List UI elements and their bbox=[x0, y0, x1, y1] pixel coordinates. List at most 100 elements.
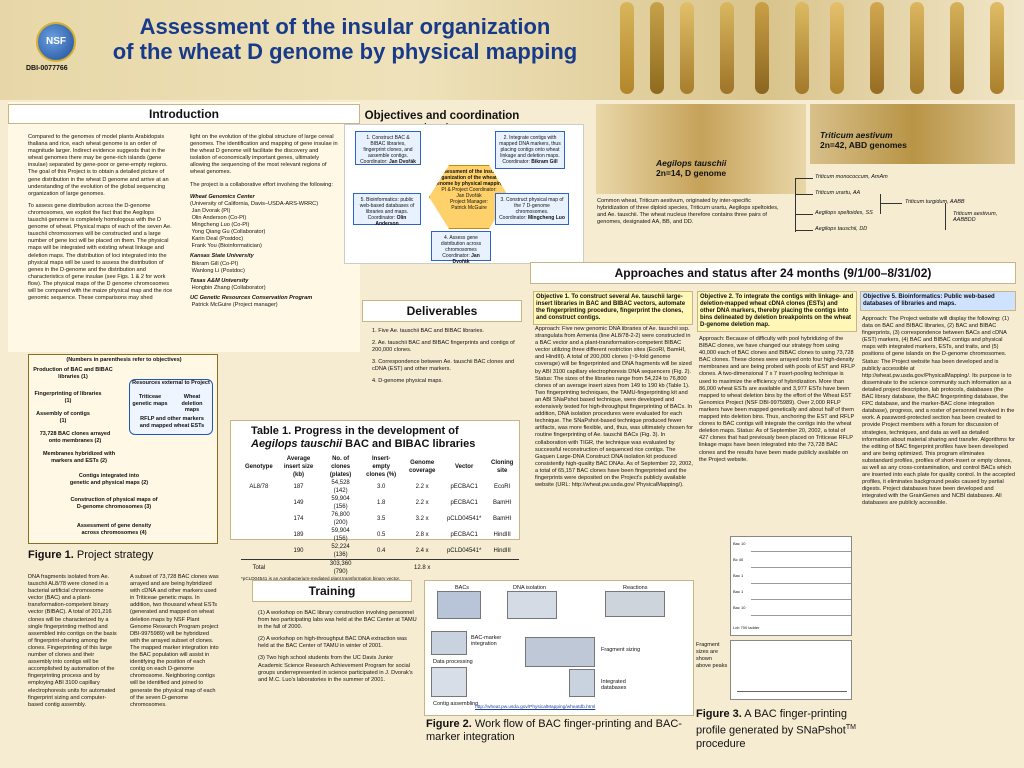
wheat-deletion-maps: Wheat deletion maps bbox=[181, 394, 203, 413]
tree-branch bbox=[795, 178, 796, 232]
databases-image bbox=[569, 669, 595, 697]
bacs-image bbox=[437, 591, 481, 619]
flow-node: Assembly of contigs (1) bbox=[36, 411, 90, 424]
table1-header: Average insert size (kb) bbox=[283, 456, 314, 478]
flow-node: Production of BAC and BIBAC libraries (1… bbox=[33, 367, 113, 380]
table1-header: Genome coverage bbox=[409, 460, 436, 474]
wheat-spike-image bbox=[870, 2, 884, 94]
introduction-col1: Compared to the genomes of model plants … bbox=[28, 134, 173, 307]
objective5-body: Approach: The Project website will displ… bbox=[862, 316, 1015, 507]
objective-box-2: 2. Integrate contigs with mapped DNA mar… bbox=[495, 131, 565, 169]
rflp-markers: RFLP and other markers and mapped wheat … bbox=[139, 416, 205, 429]
tree-leaf: Aegilops tauschii, DD bbox=[815, 226, 868, 232]
collaborator-group: Wheat Genomics Center (University of Cal… bbox=[190, 193, 319, 250]
gel-label: Bac 10 bbox=[733, 605, 746, 610]
fragment-sizing-image bbox=[525, 637, 595, 667]
wheat-spike-image bbox=[990, 2, 1004, 94]
phylogeny-tree: Triticum monococcum, AmAm Triticum urart… bbox=[785, 168, 1017, 258]
figure1-text-col2: A subset of 73,728 BAC clones was arraye… bbox=[130, 574, 219, 708]
introduction-heading: Introduction bbox=[8, 104, 360, 124]
training-item: (3) Two high school students from the UC… bbox=[258, 655, 413, 683]
intro-paragraph: The project is a collaborative effort in… bbox=[190, 181, 333, 188]
reactions-image bbox=[605, 591, 665, 617]
gel-label: Lcb 700 ladder bbox=[733, 625, 760, 630]
flow-node: Contigs integrated into genetic and phys… bbox=[69, 473, 149, 486]
tree-branch bbox=[795, 214, 813, 215]
gel-label: Bac 10 bbox=[733, 541, 746, 546]
wheat-spike-image bbox=[910, 2, 924, 94]
table1-header: No. of clones (plates) bbox=[329, 456, 352, 478]
figure3-caption: Figure 3. A BAC finger-printing profile … bbox=[696, 708, 856, 750]
objective-box-3: 3. Construct physical map of the 7 D-gen… bbox=[495, 193, 569, 225]
figure1-flowchart: (Numbers in parenthesis refer to objecti… bbox=[28, 354, 218, 544]
aegilops-photo bbox=[596, 104, 806, 194]
figure3-gel: Bac 10 Bc 40 Bac 1 Bac 1 Bac 10 Lcb 700 … bbox=[730, 536, 852, 636]
deliverables-heading: Deliverables bbox=[362, 300, 522, 322]
tree-branch bbox=[795, 194, 813, 195]
tree-branch bbox=[795, 178, 813, 179]
tree-branch bbox=[880, 203, 902, 204]
introduction-panel bbox=[8, 102, 360, 352]
title-line-2: of the wheat D genome by physical mappin… bbox=[112, 39, 578, 64]
deliverable-item: 4. D-genome physical maps. bbox=[372, 378, 443, 385]
fig2-label: Contig assembling bbox=[433, 701, 479, 707]
fig2-label: Integrated databases bbox=[601, 679, 627, 691]
tree-leaf: Aegilops speltoides, SS bbox=[815, 210, 873, 216]
trace-line bbox=[751, 551, 851, 552]
table1-footnote: *pCLD04541 is an Agrobacterium-mediated … bbox=[241, 576, 401, 581]
gel-label: Bc 40 bbox=[733, 557, 744, 562]
flow-node: Fingerprinting of libraries (1) bbox=[34, 391, 102, 404]
wheat-spike-image bbox=[830, 2, 844, 94]
figure1-caption: Figure 1. Project strategy bbox=[28, 549, 154, 561]
external-resources-box: Resources external to Project Triticeae … bbox=[129, 379, 213, 435]
objective-box-1: 1. Construct BAC & BIBAC libraries, fing… bbox=[355, 131, 421, 165]
tree-branch bbox=[880, 194, 881, 214]
gel-label: Bac 1 bbox=[733, 573, 744, 578]
figure2-workflow: BACs DNA isolation Reactions BAC-marker … bbox=[424, 580, 694, 716]
fig2-label: DNA isolation bbox=[513, 585, 547, 591]
figure1-note: (Numbers in parenthesis refer to objecti… bbox=[66, 357, 182, 363]
fig2-label: BAC-marker integration bbox=[471, 635, 502, 647]
fig2-label: BACs bbox=[455, 585, 470, 591]
deliverable-item: 1. Five Ae. tauschii BAC and BIBAC libra… bbox=[372, 328, 484, 334]
nsf-logo: NSF bbox=[36, 22, 76, 62]
header-banner bbox=[0, 0, 1024, 100]
resources-label: Resources external to Project bbox=[132, 380, 210, 386]
figure3-gel-zoom bbox=[730, 640, 852, 700]
fig2-url-link[interactable]: http://wheat.pw.usda.gov/PhysicalMapping… bbox=[475, 705, 596, 710]
data-processing-image bbox=[431, 667, 467, 697]
figure3-side-note: Fragment sizes are shown above peaks bbox=[696, 642, 728, 669]
triticeae-maps: Triticeae genetic maps bbox=[132, 394, 168, 407]
trace-line bbox=[751, 615, 851, 616]
objective-box-4: 4. Assess gene distribution across chrom… bbox=[431, 231, 491, 265]
objective-box-5: 5. Bioinformatics: public web-based data… bbox=[353, 193, 421, 227]
table1-header: Cloning site bbox=[490, 460, 514, 474]
tree-leaf: Triticum aestivum, AABBDD bbox=[953, 211, 998, 223]
wheat-spike-image bbox=[720, 2, 734, 94]
table1-header: Genotype bbox=[245, 464, 273, 470]
figure2-caption: Figure 2. Work flow of BAC finger-printi… bbox=[426, 718, 682, 743]
species-text: Common wheat, Triticum aestivum, origina… bbox=[597, 198, 779, 226]
bac-marker-image bbox=[431, 631, 467, 655]
flow-node: Construction of physical maps of D-genom… bbox=[70, 497, 158, 510]
trace-line bbox=[737, 691, 847, 692]
tree-branch bbox=[945, 203, 946, 230]
objective2-heading: Objective 2. To integrate the contigs wi… bbox=[697, 291, 857, 332]
fig2-label: Reactions bbox=[623, 585, 648, 591]
trace-line bbox=[751, 599, 851, 600]
figure1-text-col1: DNA fragments isolated from Ae. tauschii… bbox=[28, 574, 117, 708]
tree-leaf: Triticum urartu, AA bbox=[815, 190, 861, 196]
tree-leaf: Triticum turgidum, AABB bbox=[905, 199, 965, 205]
trace-line bbox=[751, 567, 851, 568]
triticum-photo bbox=[810, 104, 1015, 164]
training-list: (1) A workshop on BAC library constructi… bbox=[258, 610, 418, 689]
flow-node: Membranes hybridized with markers and ES… bbox=[42, 451, 116, 464]
